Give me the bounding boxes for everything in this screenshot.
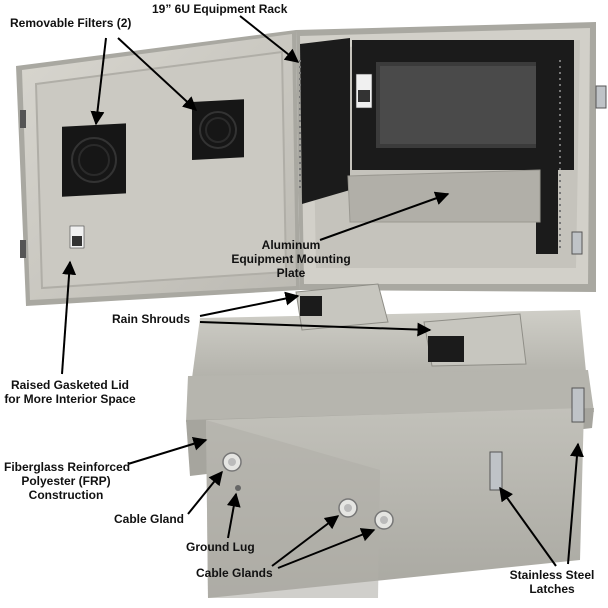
callout-arrows: [61, 15, 584, 569]
callout-gasketed-lid: Raised Gasketed Lid for More Interior Sp…: [4, 378, 136, 406]
callout-mounting-plate-line: Plate: [276, 266, 306, 280]
arrow-cable-gland: [187, 470, 223, 515]
latch-icon: [489, 451, 503, 491]
latch-icon: [571, 231, 583, 255]
arrow-mounting-plate: [319, 191, 450, 241]
latch-icon: [595, 85, 607, 109]
callout-removable-filters: Removable Filters (2): [10, 16, 132, 30]
arrow-latches-1: [499, 486, 557, 567]
callout-latches-line: Stainless Steel: [509, 568, 595, 582]
callout-equipment-rack: 19” 6U Equipment Rack: [152, 2, 288, 16]
filter-right: [192, 99, 244, 160]
arrow-ground-lug: [226, 492, 241, 539]
arrow-latches-2: [567, 442, 584, 565]
callout-rain-shrouds: Rain Shrouds: [112, 312, 191, 326]
rain-shroud: [295, 283, 389, 331]
arrow-filters-left: [90, 37, 107, 126]
callout-gasketed-lid-line: Raised Gasketed Lid: [10, 378, 130, 392]
arrow-cable-glands-1: [271, 515, 340, 567]
callout-mounting-plate: Aluminum Equipment Mounting Plate: [226, 238, 356, 280]
callout-frp-line: Construction: [28, 488, 104, 502]
callout-ground-lug: Ground Lug: [186, 540, 255, 554]
callout-cable-gland: Cable Gland: [114, 512, 185, 526]
callout-latches-line: Latches: [529, 582, 575, 596]
arrow-rack: [239, 15, 300, 63]
cable-gland-core: [228, 458, 236, 466]
equipment-rack: [299, 38, 574, 254]
callout-gasketed-lid-line: for More Interior Space: [4, 392, 136, 406]
door-hinge-icon: [20, 240, 26, 258]
qr-code-icon: [72, 236, 82, 246]
ground-lug-icon: [235, 485, 241, 491]
callout-frp-line: Polyester (FRP): [21, 474, 111, 488]
arrow-rain-shroud-1: [199, 291, 300, 317]
callout-latches: Stainless Steel Latches: [500, 568, 604, 596]
latch-icon: [571, 387, 585, 423]
door-hinge-icon: [20, 110, 26, 128]
callout-frp-line: Fiberglass Reinforced: [4, 460, 131, 474]
arrow-frp: [127, 437, 208, 465]
callout-frp: Fiberglass Reinforced Polyester (FRP) Co…: [4, 460, 131, 502]
callout-mounting-plate-line: Aluminum: [261, 238, 321, 252]
arrow-cable-glands-2: [277, 528, 376, 569]
callout-mounting-plate-line: Equipment Mounting: [231, 252, 351, 266]
callout-cable-glands: Cable Glands: [196, 566, 273, 580]
filter-left: [62, 123, 126, 197]
arrow-filters-right: [117, 37, 198, 111]
qr-code-icon: [358, 90, 370, 102]
rain-shroud: [423, 313, 527, 367]
closed-enclosure: [186, 310, 594, 598]
cable-gland-core: [380, 516, 388, 524]
cable-gland-core: [344, 504, 352, 512]
arrow-gasketed-lid: [61, 260, 77, 375]
arrow-rain-shroud-2: [199, 321, 432, 337]
